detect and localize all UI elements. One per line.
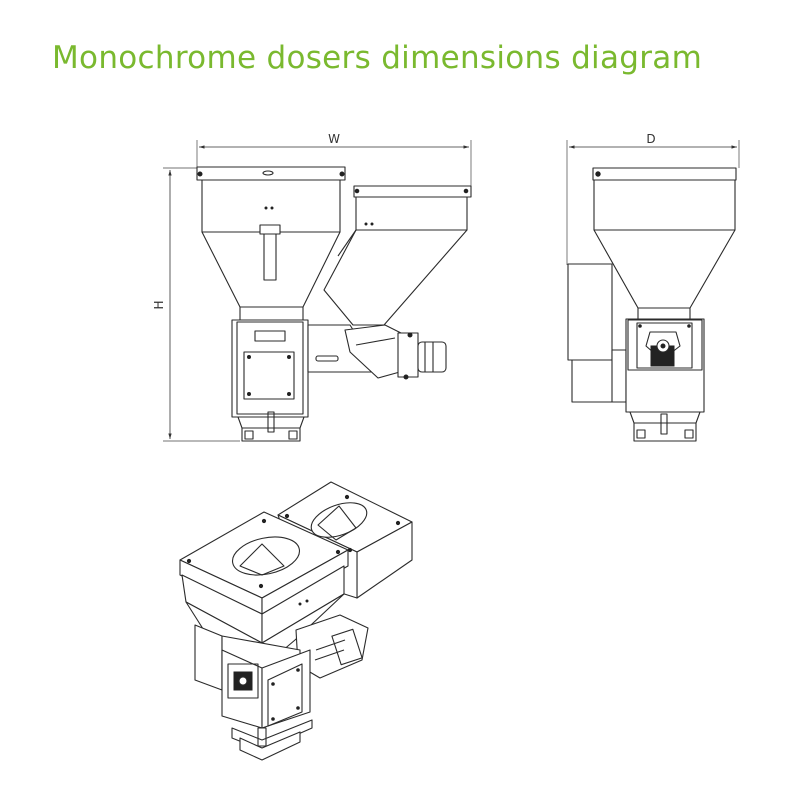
height-dimension: H: [152, 167, 240, 442]
height-label: H: [152, 300, 166, 309]
main-hopper: [196, 166, 346, 323]
feeder-body: [231, 319, 447, 442]
width-label: W: [328, 132, 340, 146]
isometric-view: [179, 481, 413, 761]
page-title: Monochrome dosers dimensions diagram: [52, 40, 703, 76]
width-dimension: W: [196, 132, 472, 188]
side-view: D: [566, 132, 740, 442]
front-view: W H: [152, 132, 472, 442]
depth-dimension: D: [566, 132, 740, 265]
depth-label: D: [646, 132, 655, 146]
secondary-hopper: [323, 185, 472, 326]
